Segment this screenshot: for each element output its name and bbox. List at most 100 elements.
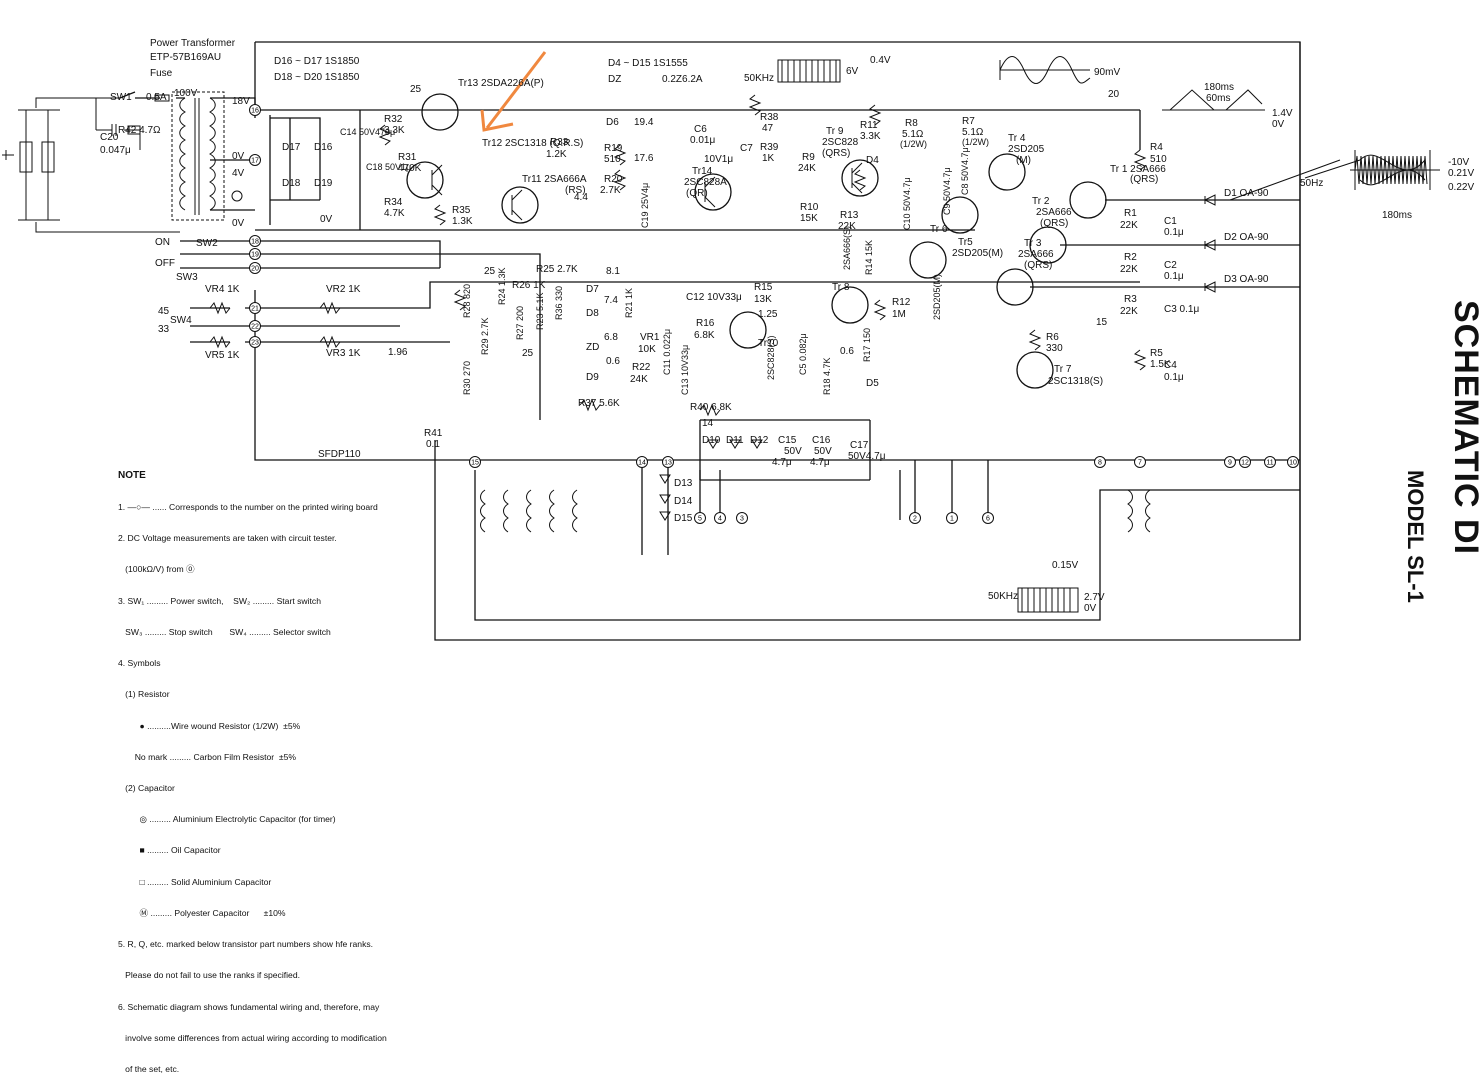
label-tr10: Tr10 (758, 338, 779, 349)
note-line: (100kΩ/V) from ⓪ (118, 564, 195, 575)
label-180ms: 180ms (1204, 82, 1234, 93)
label-d7: D7 (586, 284, 599, 295)
terminal-number: 1 (950, 516, 954, 523)
label-4v: 4V (232, 168, 245, 179)
label-0v-d: 0V (1272, 119, 1285, 130)
label-r30: R30 270 (462, 361, 472, 395)
terminal-number: 7 (1138, 460, 1142, 467)
label-r34: R34 (384, 197, 403, 208)
label-d2: D2 OA-90 (1224, 232, 1269, 243)
annotation-arrow (480, 51, 547, 132)
waveform-burst (1229, 150, 1440, 201)
label-r36: R36 330 (554, 286, 564, 320)
label-c15: C15 (778, 435, 797, 446)
label-r41: R41 (424, 428, 443, 439)
terminal-circle (909, 512, 921, 524)
note-line: No mark ......... Carbon Film Resistor ±… (118, 751, 297, 762)
label-c6: C6 (694, 124, 707, 135)
label-box-19-4: 19.4 (634, 117, 654, 128)
label-tr9: Tr 9 (826, 126, 844, 137)
label-tr5: Tr5 (958, 237, 973, 248)
note-line: Please do not fail to use the ranks if s… (118, 970, 301, 981)
label-r9: R9 (802, 152, 815, 163)
label-18v: 18V (232, 96, 250, 107)
label-d5: D5 (866, 378, 879, 389)
terminal-number: 19 (251, 252, 259, 259)
terminal-number: 21 (251, 306, 259, 313)
label-r32: R32 (384, 114, 403, 125)
label-d15: D15 (674, 513, 693, 524)
label-r15-val: 13K (754, 294, 772, 305)
label-tr2-part: 2SA666 (1036, 207, 1072, 218)
label-c4: C4 (1164, 360, 1177, 371)
header-text: Power Transformer ETP-57B169AU Fuse D16 … (150, 38, 703, 85)
label-c10: C10 50V4.7μ (902, 177, 912, 230)
note-line: 1. —○— ...... Corresponds to the number … (118, 502, 378, 513)
label-box-0-6: 0.6 (606, 356, 620, 367)
label-vr1-val: 10K (638, 344, 656, 355)
label-d16-17: D16 ~ D17 1S1850 (274, 56, 360, 67)
label-r2: R2 (1124, 252, 1137, 263)
label-c20: C20 (100, 132, 119, 143)
output-diodes (1030, 42, 1301, 640)
power-input (2, 91, 185, 233)
label-d16: D16 (314, 142, 333, 153)
label-r5: R5 (1150, 348, 1163, 359)
label-r25: R25 2.7K (536, 264, 578, 275)
label-tr11: Tr11 2SA666A (522, 174, 587, 185)
terminal-circle (714, 512, 726, 524)
label-tr1-rank: (QRS) (1130, 174, 1158, 185)
note-line: (2) Capacitor (118, 783, 175, 793)
label-r8-val: 5.1Ω (902, 129, 924, 140)
label-sw1: SW1 (110, 92, 132, 103)
label-d10: D10 (702, 435, 721, 446)
label-r4-val: 510 (1150, 154, 1167, 165)
label-0-15v: 0.15V (1052, 560, 1078, 571)
label-c16-val: 50V (814, 446, 832, 457)
power-transformer (171, 91, 256, 221)
terminal-number: 18 (251, 239, 259, 246)
label-r20-val: 2.7K (600, 185, 621, 196)
component-labels: SW1 0.5A 100V 18V C20 0.047μ R42 4.7Ω 0V… (100, 55, 1474, 614)
label-d17: D17 (282, 142, 301, 153)
note-line: Ⓜ ......... Polyester Capacitor ±10% (118, 907, 286, 918)
label-tr8-part: 2SA666(S) (842, 226, 852, 270)
note-line: 5. R, Q, etc. marked below transistor pa… (118, 939, 374, 950)
label-c18: C18 50V1μ (366, 162, 411, 172)
label-osc-top: 50KHz (744, 73, 774, 84)
motor-coils (480, 489, 1151, 533)
label-r7: R7 (962, 116, 975, 127)
label-r19-val: 510 (604, 154, 621, 165)
label-0v-c: 0V (320, 214, 333, 225)
label-box-8-1: 8.1 (606, 266, 620, 277)
label-r3: R3 (1124, 294, 1137, 305)
label-off: OFF (155, 258, 175, 269)
label-sfdp110: SFDP110 (318, 449, 361, 460)
label-tr7: Tr 7 (1054, 364, 1072, 375)
label-c7-val: 10V1μ (704, 154, 733, 165)
label-r2-val: 22K (1120, 264, 1138, 275)
label-box-1-96: 1.96 (388, 347, 408, 358)
terminal-circle (694, 512, 706, 524)
label-d3: D3 OA-90 (1224, 274, 1269, 285)
label-r16-val: 6.8K (694, 330, 715, 341)
label-r11: R11 (860, 120, 878, 131)
terminal-number: 2 (913, 516, 917, 523)
label-r28: R28 820 (462, 284, 472, 318)
label-45: 45 (158, 306, 170, 317)
label-d13: D13 (674, 478, 693, 489)
label-180ms-b: 180ms (1382, 210, 1412, 221)
label-60ms: 60ms (1206, 93, 1230, 104)
terminal-number: 9 (1228, 460, 1232, 467)
label-50hz: 50Hz (1300, 178, 1323, 189)
label-r8-watt: (1/2W) (900, 139, 927, 149)
label-0-21v: 0.21V (1448, 168, 1474, 179)
label-r6-val: 330 (1046, 343, 1063, 354)
label-fuse: Fuse (150, 68, 173, 79)
terminal-circle (982, 512, 994, 524)
note-line: (1) Resistor (118, 689, 170, 700)
label-r39: R39 (760, 142, 779, 153)
transistors (406, 93, 1107, 389)
label-c4-val: 0.1μ (1164, 372, 1184, 383)
label-r42: R42 4.7Ω (118, 125, 161, 136)
